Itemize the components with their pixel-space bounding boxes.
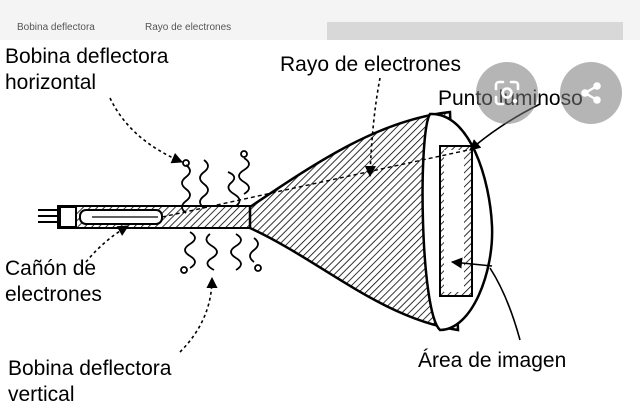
label-vertical-coil: Bobina deflectora vertical: [8, 357, 172, 406]
label-electron-beam: Rayo de electrones: [280, 53, 461, 76]
lens-button[interactable]: [476, 62, 538, 124]
horizontal-coil: [181, 150, 250, 214]
label-image-area: Área de imagen: [418, 349, 567, 372]
vertical-coil: [180, 231, 262, 274]
leader-image-area: [489, 267, 521, 341]
leader-horizontal-coil: [109, 97, 184, 164]
label-horizontal-coil: Bobina deflectora horizontal: [5, 45, 169, 94]
image-strip: [327, 22, 623, 40]
top-tab-label[interactable]: Rayo de electrones: [145, 22, 232, 33]
tube-bulb: [248, 110, 460, 332]
leader-electron-gun: [85, 225, 129, 263]
google-lens-icon: [494, 80, 520, 106]
leader-electron-beam: [364, 77, 381, 178]
share-icon: [581, 82, 601, 104]
top-tab-label[interactable]: Bobina deflectora: [17, 22, 95, 33]
share-button[interactable]: [560, 62, 622, 124]
gun-pins: [38, 209, 60, 223]
label-electron-gun: Cañón de electrones: [5, 257, 102, 306]
electron-beam-line: [161, 149, 469, 218]
electron-gun-body: [59, 206, 77, 228]
leader-vertical-coil: [179, 276, 218, 353]
